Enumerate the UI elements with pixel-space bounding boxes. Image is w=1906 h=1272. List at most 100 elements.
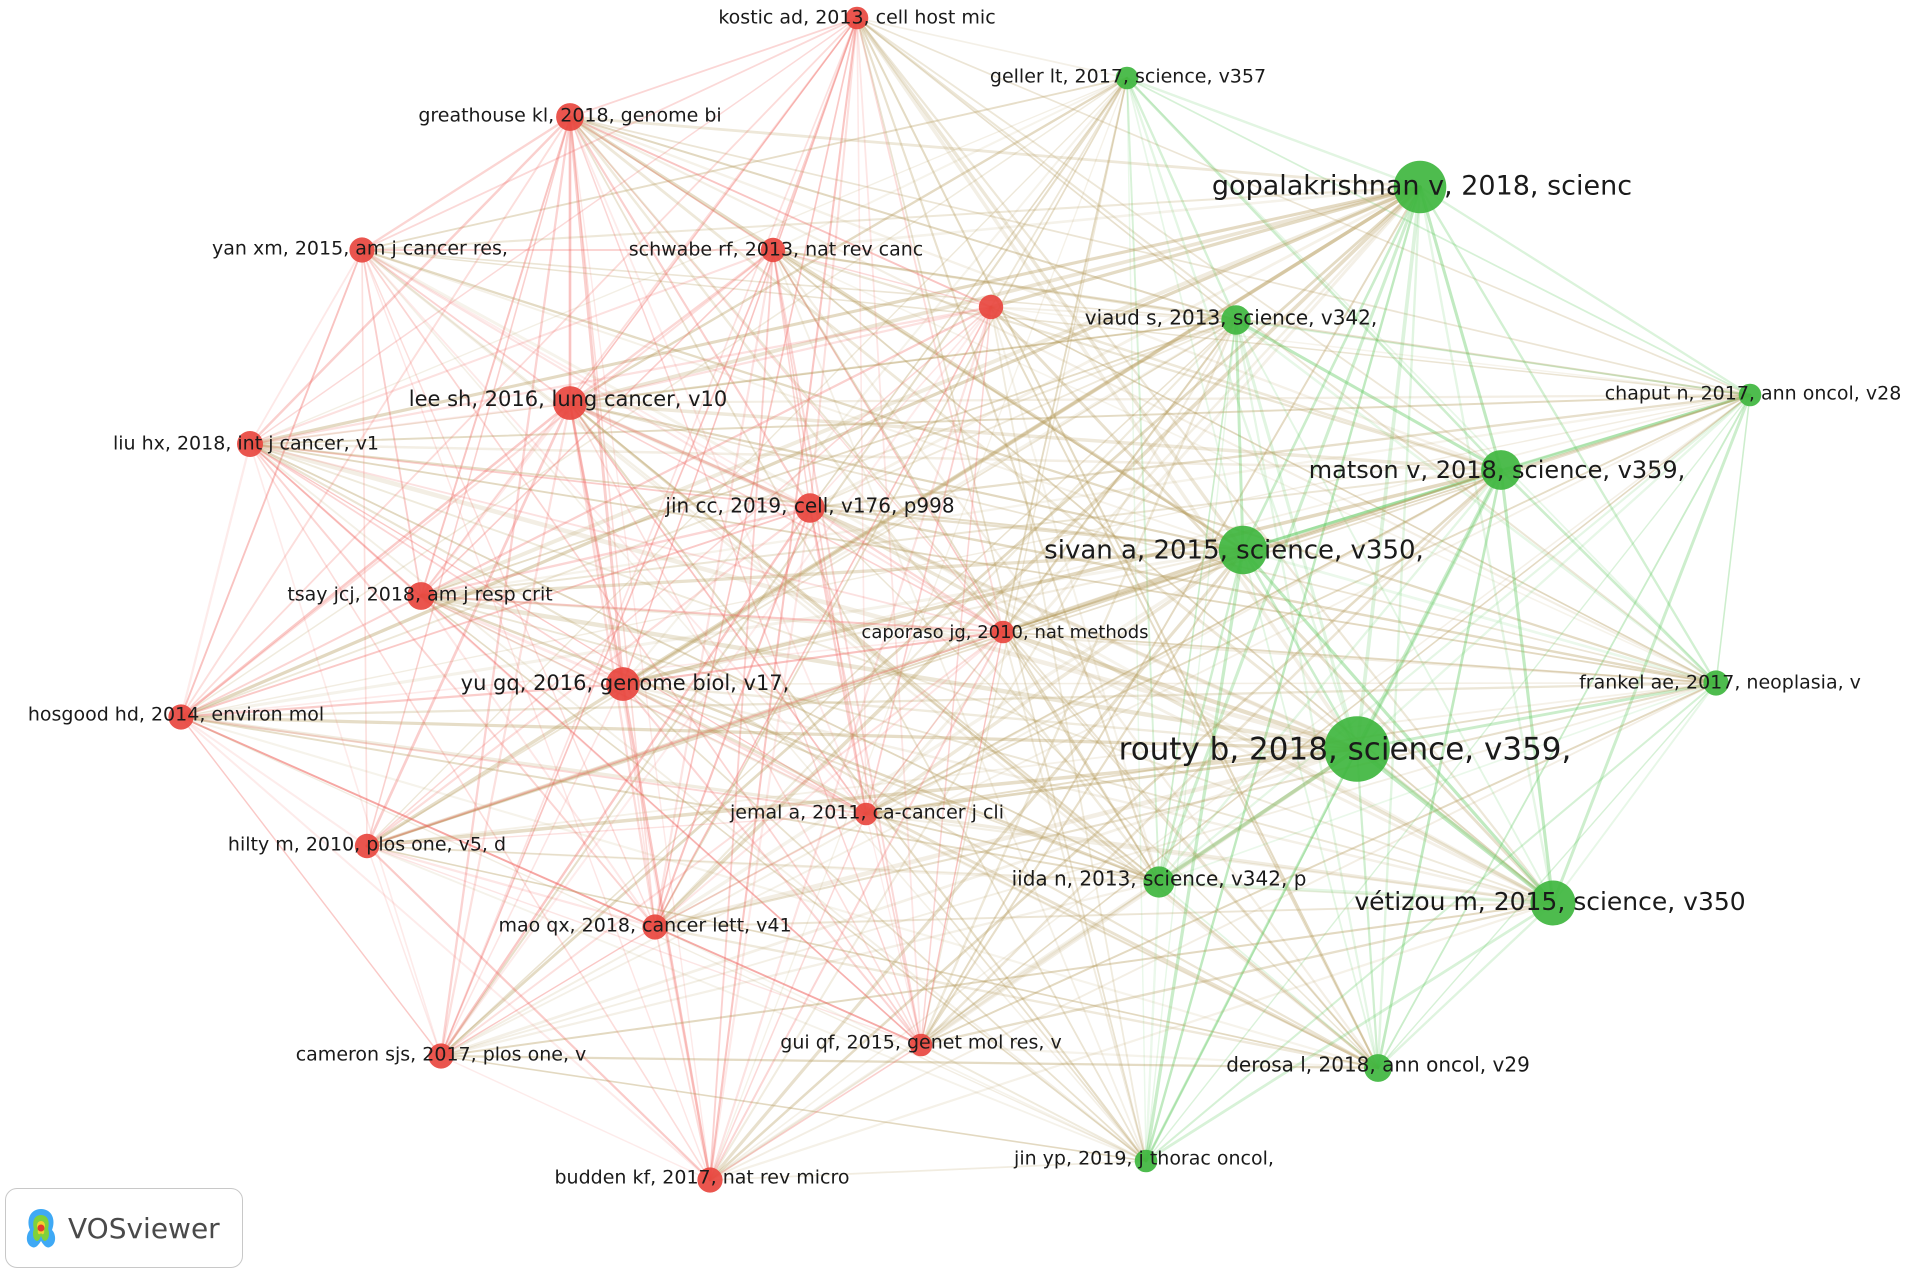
node-label-mao[interactable]: mao qx, 2018, cancer lett, v41 (498, 915, 791, 937)
edge-lee-tsay (419, 401, 572, 598)
node-label-vetizou[interactable]: vétizou m, 2015, science, v350 (1354, 887, 1745, 916)
edge-hosgood-derosa (179, 715, 1380, 1070)
node-lee[interactable] (553, 386, 587, 420)
node-viaud[interactable] (1221, 305, 1251, 335)
node-yan[interactable] (349, 237, 375, 263)
node-label-tsay[interactable]: tsay jcj, 2018, am j resp crit (287, 584, 552, 606)
edge-liu-yu (249, 443, 624, 685)
edge-kostic-derosa (855, 16, 1380, 1070)
edge-gopalakrishnan-jinyp (1144, 185, 1422, 1163)
node-label-geller[interactable]: geller lt, 2017, science, v357 (990, 66, 1266, 88)
node-yu[interactable] (606, 667, 640, 701)
node-label-budden[interactable]: budden kf, 2017, nat rev micro (555, 1167, 850, 1189)
edge-chaput-frankel (1715, 394, 1751, 684)
node-label-kostic[interactable]: kostic ad, 2013, cell host mic (718, 7, 995, 29)
node-chaput[interactable] (1738, 383, 1762, 407)
node-kostic[interactable] (845, 6, 869, 30)
node-label-gui[interactable]: gui qf, 2015, genet mol res, v (780, 1032, 1061, 1054)
node-schwabe[interactable] (760, 237, 786, 263)
edge-gopalakrishnan-jincc (808, 185, 1422, 510)
node-mao[interactable] (642, 914, 668, 940)
network-labels: kostic ad, 2013, cell host mic geller lt,… (28, 7, 1901, 1189)
node-jincc[interactable] (795, 493, 825, 523)
edge-frankel-vetizou (1552, 682, 1717, 904)
edge-matson-frankel (1499, 468, 1718, 685)
node-label-frankel[interactable]: frankel ae, 2017, neoplasia, v (1579, 672, 1861, 694)
edge-jemal-gui (865, 813, 922, 1046)
node-label-matson[interactable]: matson v, 2018, science, v359, (1309, 456, 1686, 484)
edge-hosgood-jinyp (180, 716, 1147, 1162)
edge-sivan-routy (1241, 548, 1359, 751)
node-routy[interactable] (1324, 716, 1390, 782)
node-liu[interactable] (237, 431, 263, 457)
vosviewer-badge[interactable]: VOSviewer (5, 1188, 243, 1268)
edge-unlabeled-jemal (865, 306, 992, 815)
edge-geller-hosgood (180, 77, 1128, 718)
node-label-hosgood[interactable]: hosgood hd, 2014, environ mol (28, 704, 324, 726)
node-hosgood[interactable] (168, 704, 194, 730)
edge-jincc-budden (708, 506, 812, 1182)
node-label-viaud[interactable]: viaud s, 2013, science, v342, (1085, 306, 1377, 330)
node-label-derosa[interactable]: derosa l, 2018, ann oncol, v29 (1226, 1053, 1530, 1077)
edge-kostic-jinyp (856, 17, 1147, 1162)
node-label-schwabe[interactable]: schwabe rf, 2013, nat rev canc (629, 239, 924, 261)
edge-unlabeled-chaput (990, 306, 1751, 396)
node-label-yu[interactable]: yu gq, 2016, genome biol, v17, (461, 671, 790, 695)
edge-lee-jinyp (568, 401, 1148, 1163)
edge-kostic-yu (622, 17, 858, 685)
node-label-cameron[interactable]: cameron sjs, 2017, plos one, v (296, 1044, 587, 1066)
edge-sivan-iida (1157, 548, 1245, 884)
edge-kostic-jincc (808, 16, 859, 510)
node-iida[interactable] (1143, 866, 1175, 898)
node-label-iida[interactable]: iida n, 2013, science, v342, p (1012, 867, 1307, 891)
node-sivan[interactable] (1218, 525, 1268, 575)
node-label-sivan[interactable]: sivan a, 2015, science, v350, (1044, 536, 1424, 566)
edge-kostic-liu (249, 17, 858, 445)
node-label-lee[interactable]: lee sh, 2016, lung cancer, v10 (409, 387, 728, 411)
edge-gopalakrishnan-yan (360, 185, 1422, 252)
edge-chaput-derosa (1377, 394, 1751, 1069)
node-greathouse[interactable] (556, 103, 584, 131)
edge-matson-sivan (1241, 468, 1503, 552)
edge-cameron-derosa (439, 1054, 1380, 1070)
node-jinyp[interactable] (1134, 1149, 1158, 1173)
edge-iida-gui (919, 880, 1161, 1047)
edge-geller-routy (1125, 76, 1359, 751)
node-label-liu[interactable]: liu hx, 2018, int j cancer, v1 (113, 433, 379, 455)
edge-liu-budden (249, 443, 711, 1181)
edge-viaud-routy (1234, 318, 1359, 751)
node-label-chaput[interactable]: chaput n, 2017, ann oncol, v28 (1605, 383, 1902, 405)
node-label-gopalakrishnan[interactable]: gopalakrishnan v, 2018, scienc (1212, 171, 1632, 202)
node-label-jincc[interactable]: jin cc, 2019, cell, v176, p998 (664, 494, 954, 518)
node-matson[interactable] (1481, 450, 1521, 490)
node-vetizou[interactable] (1530, 880, 1576, 926)
node-geller[interactable] (1115, 66, 1139, 90)
node-label-jemal[interactable]: jemal a, 2011, ca-cancer j cli (729, 802, 1004, 824)
edge-matson-cameron (440, 469, 1502, 1057)
edge-greathouse-hilty (366, 116, 571, 847)
edge-unlabeled-budden (708, 305, 993, 1182)
node-label-greathouse[interactable]: greathouse kl, 2018, genome bi (418, 105, 721, 127)
node-cameron[interactable] (428, 1043, 454, 1069)
node-unlabeled[interactable] (978, 294, 1004, 320)
node-hilty[interactable] (354, 833, 380, 859)
node-label-hilty[interactable]: hilty m, 2010, plos one, v5, d (228, 834, 506, 856)
node-derosa[interactable] (1364, 1054, 1392, 1082)
edge-chaput-lee (568, 393, 1752, 405)
edge-yan-gui (361, 249, 922, 1046)
node-tsay[interactable] (407, 582, 435, 610)
edge-hilty-mao (365, 844, 657, 929)
node-label-routy[interactable]: routy b, 2018, science, v359, (1119, 732, 1572, 768)
edge-frankel-jemal (865, 682, 1717, 815)
node-label-jinyp[interactable]: jin yp, 2019, j thorac oncol, (1013, 1148, 1274, 1170)
node-gopalakrishnan[interactable] (1393, 160, 1447, 214)
node-jemal[interactable] (854, 802, 878, 826)
node-frankel[interactable] (1703, 670, 1729, 696)
edge-jincc-hilty (365, 506, 812, 848)
node-label-caporaso[interactable]: caporaso jg, 2010, nat methods (861, 622, 1148, 643)
node-budden[interactable] (697, 1167, 723, 1193)
node-label-yan[interactable]: yan xm, 2015, am j cancer res, (212, 238, 508, 260)
node-gui[interactable] (909, 1033, 933, 1057)
edge-iida-budden (709, 881, 1160, 1181)
node-caporaso[interactable] (991, 620, 1015, 644)
